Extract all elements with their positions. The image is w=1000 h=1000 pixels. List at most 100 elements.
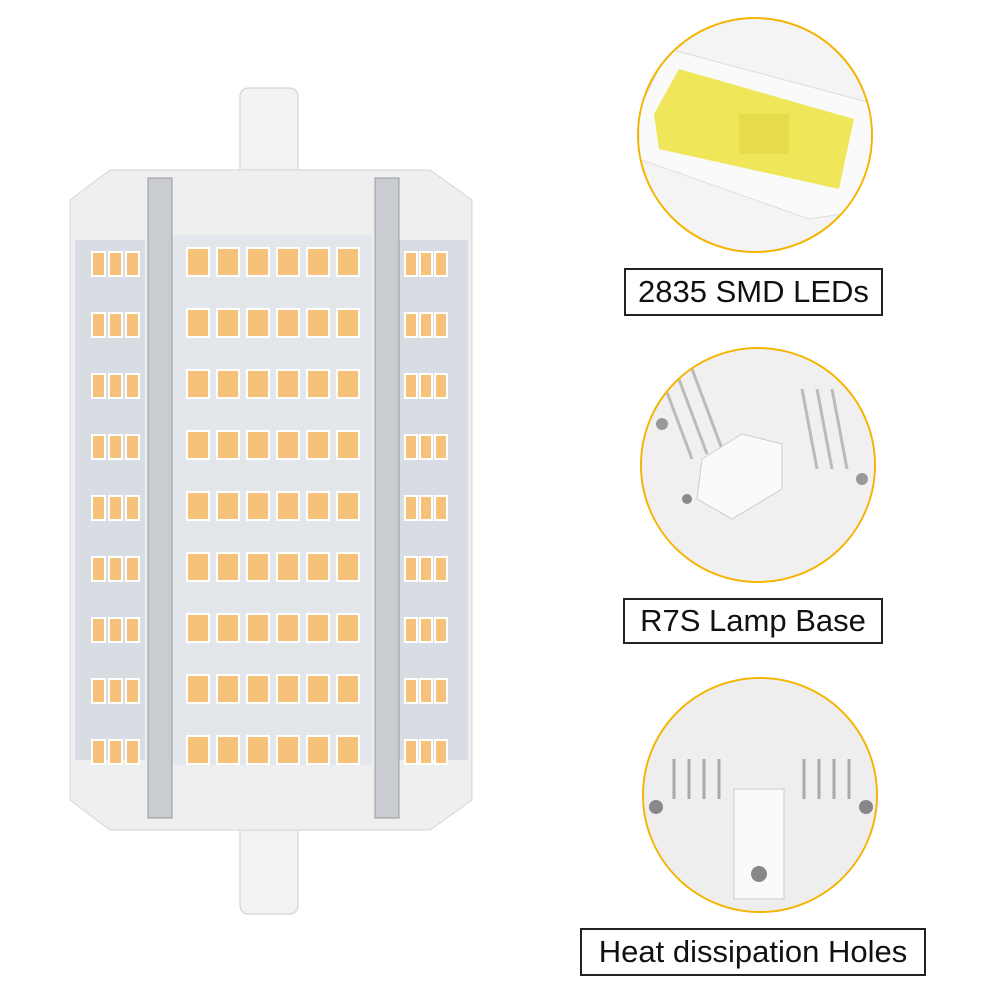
led-chip bbox=[91, 251, 106, 277]
led-chip bbox=[434, 495, 448, 521]
led-chip bbox=[336, 430, 360, 460]
left-rail bbox=[147, 177, 173, 819]
led-chip bbox=[125, 312, 140, 338]
led-chip bbox=[186, 735, 210, 765]
r7s-led-lamp-image bbox=[69, 87, 473, 915]
led-chip bbox=[419, 617, 433, 643]
led-chip bbox=[108, 373, 123, 399]
led-chip bbox=[306, 735, 330, 765]
led-chip bbox=[306, 552, 330, 582]
led-chip bbox=[246, 674, 270, 704]
led-chip bbox=[216, 552, 240, 582]
top-pin bbox=[239, 87, 299, 179]
led-chip bbox=[91, 678, 106, 704]
feature-label-text: R7S Lamp Base bbox=[640, 603, 866, 638]
led-chip bbox=[336, 735, 360, 765]
led-chip bbox=[276, 308, 300, 338]
led-chip bbox=[276, 613, 300, 643]
led-chip bbox=[216, 369, 240, 399]
r7s-base-icon bbox=[642, 349, 874, 581]
led-chip bbox=[246, 430, 270, 460]
led-chip bbox=[91, 495, 106, 521]
led-chip bbox=[125, 739, 140, 765]
led-chip bbox=[125, 678, 140, 704]
led-chip bbox=[108, 434, 123, 460]
led-chip bbox=[306, 491, 330, 521]
led-chip bbox=[108, 312, 123, 338]
led-chip bbox=[276, 735, 300, 765]
led-chip bbox=[246, 491, 270, 521]
right-rail bbox=[374, 177, 400, 819]
led-chip bbox=[125, 617, 140, 643]
smd-led-chip-icon bbox=[639, 48, 871, 220]
led-chip bbox=[91, 739, 106, 765]
led-chip bbox=[306, 613, 330, 643]
led-chip bbox=[404, 434, 418, 460]
led-chip bbox=[216, 247, 240, 277]
led-chip bbox=[404, 617, 418, 643]
led-chip bbox=[91, 434, 106, 460]
led-chip bbox=[419, 495, 433, 521]
led-chip bbox=[434, 617, 448, 643]
led-chip bbox=[306, 674, 330, 704]
led-chip bbox=[336, 491, 360, 521]
led-chip bbox=[108, 556, 123, 582]
led-chip bbox=[404, 495, 418, 521]
led-chip bbox=[404, 373, 418, 399]
feature-image-smd-led bbox=[637, 17, 873, 253]
led-chip bbox=[434, 556, 448, 582]
led-chip bbox=[306, 308, 330, 338]
led-chip bbox=[276, 247, 300, 277]
led-chip bbox=[186, 613, 210, 643]
led-chip bbox=[125, 251, 140, 277]
feature-label-heat-holes: Heat dissipation Holes bbox=[580, 928, 926, 976]
feature-label-text: Heat dissipation Holes bbox=[598, 934, 908, 969]
led-chip bbox=[91, 373, 106, 399]
led-chip bbox=[246, 552, 270, 582]
led-chip bbox=[336, 308, 360, 338]
led-chip bbox=[186, 674, 210, 704]
led-chip bbox=[108, 678, 123, 704]
led-chip bbox=[108, 495, 123, 521]
led-chip bbox=[306, 247, 330, 277]
led-chip bbox=[419, 678, 433, 704]
led-chip bbox=[186, 552, 210, 582]
led-chip bbox=[91, 617, 106, 643]
led-chip bbox=[276, 552, 300, 582]
led-chip bbox=[125, 556, 140, 582]
heat-holes-icon bbox=[644, 679, 876, 911]
led-chip bbox=[125, 495, 140, 521]
led-chip bbox=[246, 247, 270, 277]
led-chip bbox=[216, 735, 240, 765]
led-chip bbox=[419, 434, 433, 460]
led-chip bbox=[216, 613, 240, 643]
led-chip bbox=[108, 251, 123, 277]
led-chip bbox=[276, 430, 300, 460]
led-chip bbox=[404, 678, 418, 704]
led-chip bbox=[434, 678, 448, 704]
feature-image-heat-holes bbox=[642, 677, 878, 913]
led-chip bbox=[336, 369, 360, 399]
feature-label-text: 2835 SMD LEDs bbox=[638, 274, 869, 309]
led-chip bbox=[419, 739, 433, 765]
led-chip bbox=[404, 739, 418, 765]
led-chip bbox=[336, 674, 360, 704]
led-chip bbox=[404, 312, 418, 338]
led-chip bbox=[186, 491, 210, 521]
led-chip bbox=[434, 373, 448, 399]
led-chip bbox=[306, 430, 330, 460]
led-chip bbox=[246, 369, 270, 399]
led-chip bbox=[186, 430, 210, 460]
feature-image-lamp-base bbox=[640, 347, 876, 583]
led-chip bbox=[108, 617, 123, 643]
led-chip bbox=[336, 613, 360, 643]
led-chip bbox=[246, 613, 270, 643]
led-chip bbox=[276, 369, 300, 399]
led-chip bbox=[216, 674, 240, 704]
led-chip bbox=[186, 308, 210, 338]
led-chip bbox=[125, 373, 140, 399]
led-chip bbox=[216, 430, 240, 460]
led-chip bbox=[216, 308, 240, 338]
led-chip bbox=[336, 552, 360, 582]
feature-label-smd-led: 2835 SMD LEDs bbox=[624, 268, 883, 316]
